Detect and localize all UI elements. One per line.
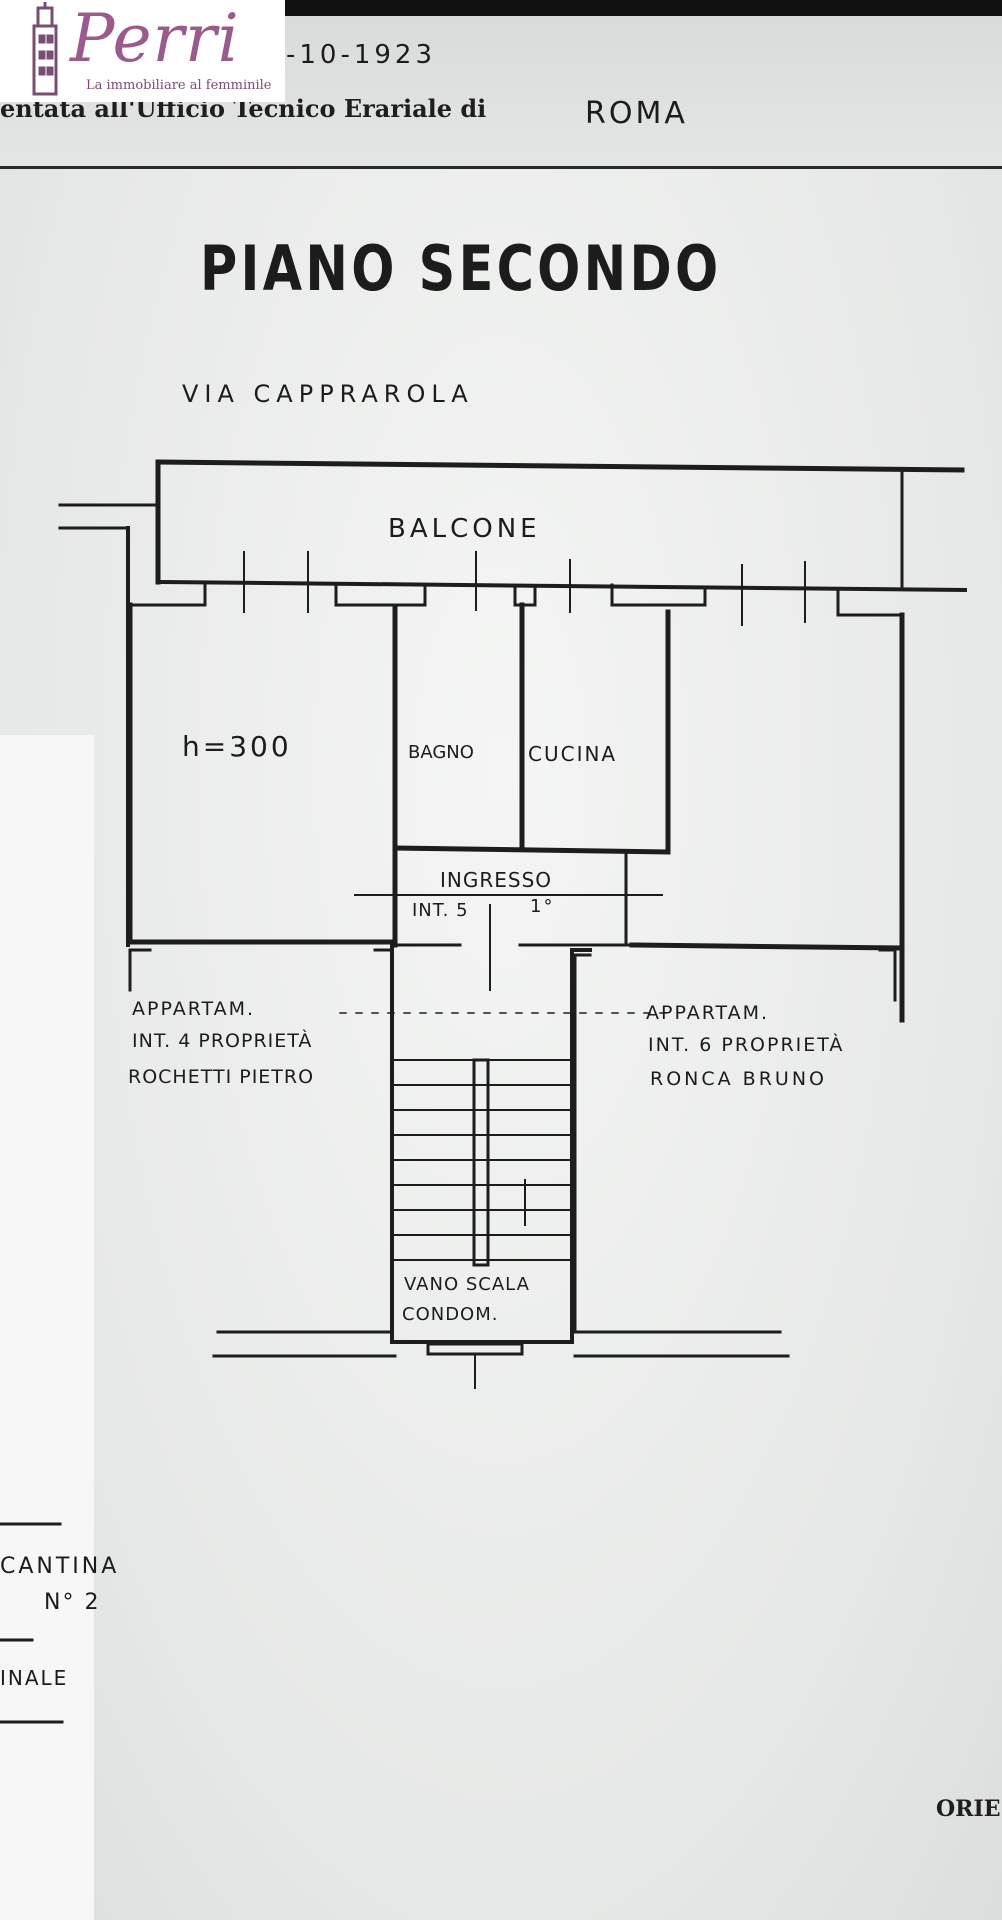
entrance-walls: [354, 894, 663, 991]
street-label: VIA CAPPRAROLA: [182, 380, 474, 408]
left-neighbour-line1: APPARTAM.: [132, 998, 256, 1020]
legend-attic: INALE: [0, 1666, 69, 1690]
stair-label-line2: CONDOM.: [402, 1304, 499, 1325]
kitchen-label: CUCINA: [528, 742, 618, 766]
legend-lines: [0, 1522, 64, 1724]
apartment-number-label: INT. 5: [412, 900, 469, 921]
left-outer-wall: [58, 503, 160, 947]
balcony-label: BALCONE: [388, 514, 541, 544]
header-date: -10-1923: [286, 40, 437, 70]
stair-entrance: [426, 1342, 524, 1389]
agency-logo: Perri La immobiliare al femminile: [0, 0, 285, 102]
right-neighbour-line2: INT. 6 PROPRIETÀ: [648, 1034, 845, 1056]
room-height-label: h=300: [182, 730, 292, 763]
logo-name: Perri: [70, 0, 240, 77]
bath-label: BAGNO: [408, 742, 474, 763]
stair-steps: [339, 1012, 666, 1267]
right-neighbour-line1: APPARTAM.: [646, 1002, 770, 1024]
legend-cellar: CANTINA: [0, 1554, 120, 1579]
bath-kitchen-walls: [392, 602, 671, 855]
legend-cellar-number: N° 2: [44, 1590, 101, 1615]
right-neighbour-line3: RONCA BRUNO: [650, 1068, 827, 1090]
left-neighbour-line2: INT. 4 PROPRIETÀ: [132, 1030, 313, 1052]
right-room-walls: [624, 612, 905, 1023]
plan-title: PIANO SECONDO: [200, 232, 722, 305]
right-apartment-outline: [573, 948, 897, 1358]
orientation-label: ORIE: [936, 1796, 1001, 1822]
logo-tagline: La immobiliare al femminile: [86, 78, 272, 93]
left-neighbour-line3: ROCHETTI PIETRO: [128, 1066, 315, 1088]
entrance-label: INGRESSO: [440, 868, 553, 892]
header-city: ROMA: [585, 96, 688, 131]
stair-label-line1: VANO SCALA: [404, 1274, 530, 1295]
building-icon: [32, 2, 58, 96]
facade-windows: [126, 551, 902, 626]
main-room-walls: [127, 602, 398, 948]
floor-number-label: 1°: [530, 896, 555, 917]
balcony-outline: [155, 459, 968, 593]
stair-walls: [390, 943, 592, 1344]
